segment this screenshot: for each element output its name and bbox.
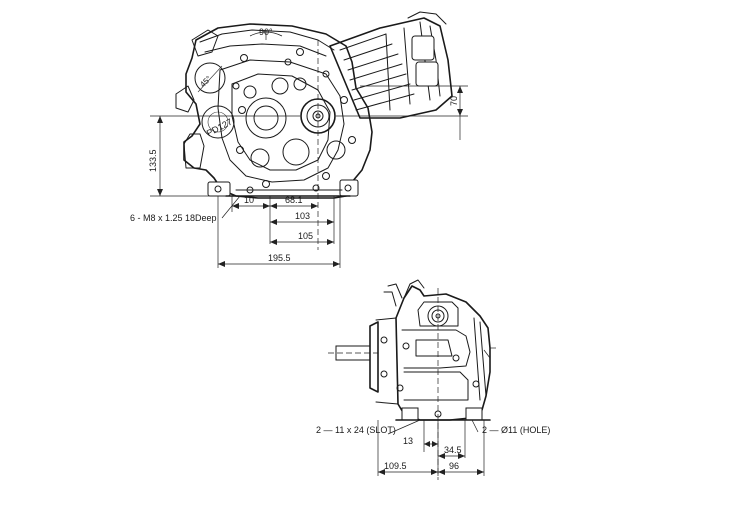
hole-note: 2 — Ø11 (HOLE): [482, 425, 550, 435]
front-view-dimensions: [150, 30, 468, 268]
cylinder-fins: [329, 11, 453, 119]
dim-109-5-label: 109.5: [384, 461, 407, 471]
dim-96-label: 96: [449, 461, 459, 471]
dim-70-label: 70: [449, 96, 459, 106]
angle-45-label: 45°: [198, 74, 213, 89]
dim-34-5-label: 34.5: [444, 445, 462, 455]
angle-90-label: 90°: [259, 27, 273, 37]
dim-103-label: 103: [295, 211, 310, 221]
dim-105-label: 105: [298, 231, 313, 241]
front-view-engine: [175, 11, 453, 199]
bolt-note: 6 - M8 x 1.25 18Deep: [130, 213, 217, 223]
side-view-dimensions: [377, 288, 485, 480]
dim-133-5-label: 133.5: [148, 149, 158, 172]
dim-13-label: 13: [403, 436, 413, 446]
side-view-engine: [328, 279, 496, 421]
dim-10-label: 10: [244, 195, 254, 205]
dim-68-1-label: 68.1: [285, 195, 303, 205]
dim-195-5-label: 195.5: [268, 253, 291, 263]
slot-note: 2 — 11 x 24 (SLOT): [316, 425, 396, 435]
